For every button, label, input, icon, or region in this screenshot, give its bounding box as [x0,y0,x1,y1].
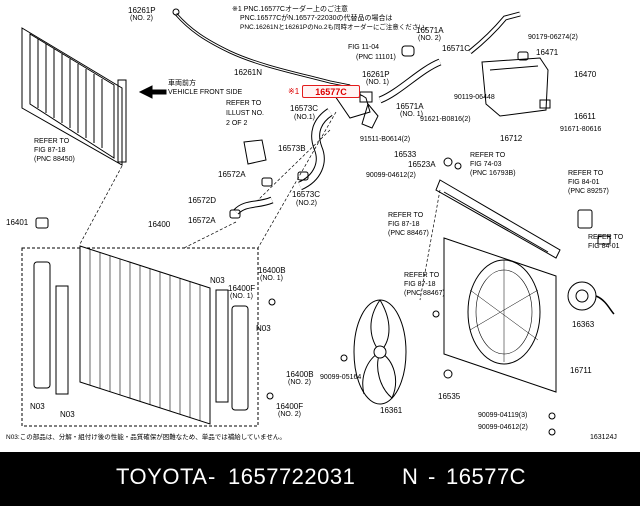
ref-8401-a-line3: (PNC 89257) [568,188,609,195]
ref-7403-line3: (PNC 16793B) [470,170,516,177]
label-16523A: 16523A [408,160,436,169]
label-N03-d: N03 [60,410,75,419]
label-16573C-no2-qualifier: (NO.2) [296,200,317,207]
part-number: 1657722031 [228,464,356,489]
label-16471: 16471 [536,48,559,57]
label-16261P-no2-qualifier: (NO. 2) [130,15,153,22]
label-16261P-no2: 16261P [128,6,156,15]
label-N03-a: N03 [210,276,225,285]
ref-8718-c-line1: REFER TO [404,272,440,279]
vehicle-front-en: VEHICLE FRONT SIDE [168,89,243,96]
label-16400: 16400 [148,220,171,229]
variant-code: N [402,464,419,489]
ref-8718-b-line3: (PNC 88467) [388,230,429,237]
label-16535: 16535 [438,392,461,401]
label-16571A-no2: 16571A [416,26,444,35]
label-16573C-no1: 16573C [290,104,319,113]
label-16261N: 16261N [234,68,263,77]
ref-illust-line1: REFER TO [226,100,262,107]
separator-1: - [208,464,216,489]
label-N03-b: N03 [256,324,271,333]
label-16400B-no1: 16400B [258,266,286,275]
label-90099-04119: 90099-04119(3) [478,412,528,419]
ref-7403-line1: REFER TO [470,152,506,159]
part-number-banner: TOYOTA - 1657722031 N - 16577C [0,452,640,506]
order-note-line2: PNC.16577CがN.16577-22030の代替品の場合は [240,15,393,22]
label-16401: 16401 [6,218,29,227]
ref-7403-line2: FIG 74-03 [470,161,502,168]
label-90119-06448: 90119-06448 [454,94,495,101]
ref-8401-b-line1: REFER TO [588,234,624,241]
label-16470: 16470 [574,70,597,79]
ref-8718-a-line3: (PNC 88450) [34,156,75,163]
label-16611: 16611 [574,112,596,121]
label-16400B-no1-qualifier: (NO. 1) [260,275,283,282]
label-16573B: 16573B [278,144,306,153]
label-16261P-no1-qualifier: (NO. 1) [366,79,389,86]
label-91621-B0816: 91621-B0816(2) [420,116,471,123]
order-note-line1: ※1 PNC.16577Cオーダー上のご注意 [232,6,348,13]
highlighted-part-16577C[interactable]: 16577C [302,85,360,98]
parts-diagram: 16261P (NO. 2) ※1 PNC.16577Cオーダー上のご注意 PN… [6,6,624,441]
brand-name: TOYOTA [116,464,208,489]
ref-fig-11-04: FIG 11-04 [348,44,379,51]
illustration-code: 163124J [590,434,617,441]
label-16571A-no1-qualifier: (NO. 1) [400,111,423,118]
label-16361: 16361 [380,406,403,415]
ref-8718-b-line2: FIG 87-18 [388,221,420,228]
label-91671-80616: 91671-80616 [560,126,602,133]
label-16400B-no2-qualifier: (NO. 2) [288,379,311,386]
label-16261P-no1: 16261P [362,70,390,79]
label-star-note: ※1 [288,87,300,96]
ref-8718-a-line2: FIG 87-18 [34,147,66,154]
label-90099-05164: 90099-05164 [320,374,362,381]
label-16400F-no2: 16400F [276,402,304,411]
separator-2: - [428,464,436,489]
label-16533: 16533 [394,150,417,159]
condenser-drawing [21,27,127,166]
ref-8718-b-line1: REFER TO [388,212,424,219]
pnc-code: 16577C [446,464,527,489]
label-16572D: 16572D [188,196,217,205]
label-N03-c: N03 [30,402,45,411]
label-16711: 16711 [570,366,592,375]
label-16363: 16363 [572,320,595,329]
label-16571C: 16571C [442,44,471,53]
label-90179-06274: 90179-06274(2) [528,34,578,41]
label-16400F-no1-qualifier: (NO. 1) [230,293,253,300]
diagram-drawing [21,8,615,436]
ref-illust-line2: ILLUST NO. [226,110,264,117]
label-16573C-no2: 16573C [292,190,321,199]
label-16572A-2: 16572A [188,216,216,225]
label-90099-04612-bottom: 90099-04612(2) [478,424,528,431]
label-16573C-no1-qualifier: (NO.1) [294,114,315,121]
ref-8401-a-line1: REFER TO [568,170,604,177]
footnote-N03: N03:この部品は、分解・組付け後の性能・品質確保が困難なため、単品では補給して… [6,434,286,441]
ref-8718-c-line3: (PNC 88467) [404,290,445,297]
label-16577C: 16577C [315,87,347,97]
ref-8401-a-line2: FIG 84-01 [568,179,600,186]
label-16400B-no2: 16400B [286,370,314,379]
label-16571A-no2-qualifier: (NO. 2) [418,35,441,42]
vehicle-front-jp: 車両前方 [168,80,196,87]
label-91511-B0614: 91511-B0614(2) [360,136,411,143]
label-16400F-no2-qualifier: (NO. 2) [278,411,301,418]
label-16712: 16712 [500,134,523,143]
ref-8401-b-line2: FIG 84-01 [588,243,620,250]
ref-illust-line3: 2 OF 2 [226,120,248,127]
label-16571A-no1: 16571A [396,102,424,111]
label-16572A-1: 16572A [218,170,246,179]
ref-pnc-11101: (PNC 11101) [356,54,396,61]
ref-8718-a-line1: REFER TO [34,138,70,145]
order-note-line3: PNC.16261Nと16261PのNo.2も同時オーダーにご注意ください。 [240,24,432,31]
label-16400F-no1: 16400F [228,284,256,293]
label-90099-04612-top: 90099-04612(2) [366,172,416,179]
ref-8718-c-line2: FIG 87-18 [404,281,436,288]
